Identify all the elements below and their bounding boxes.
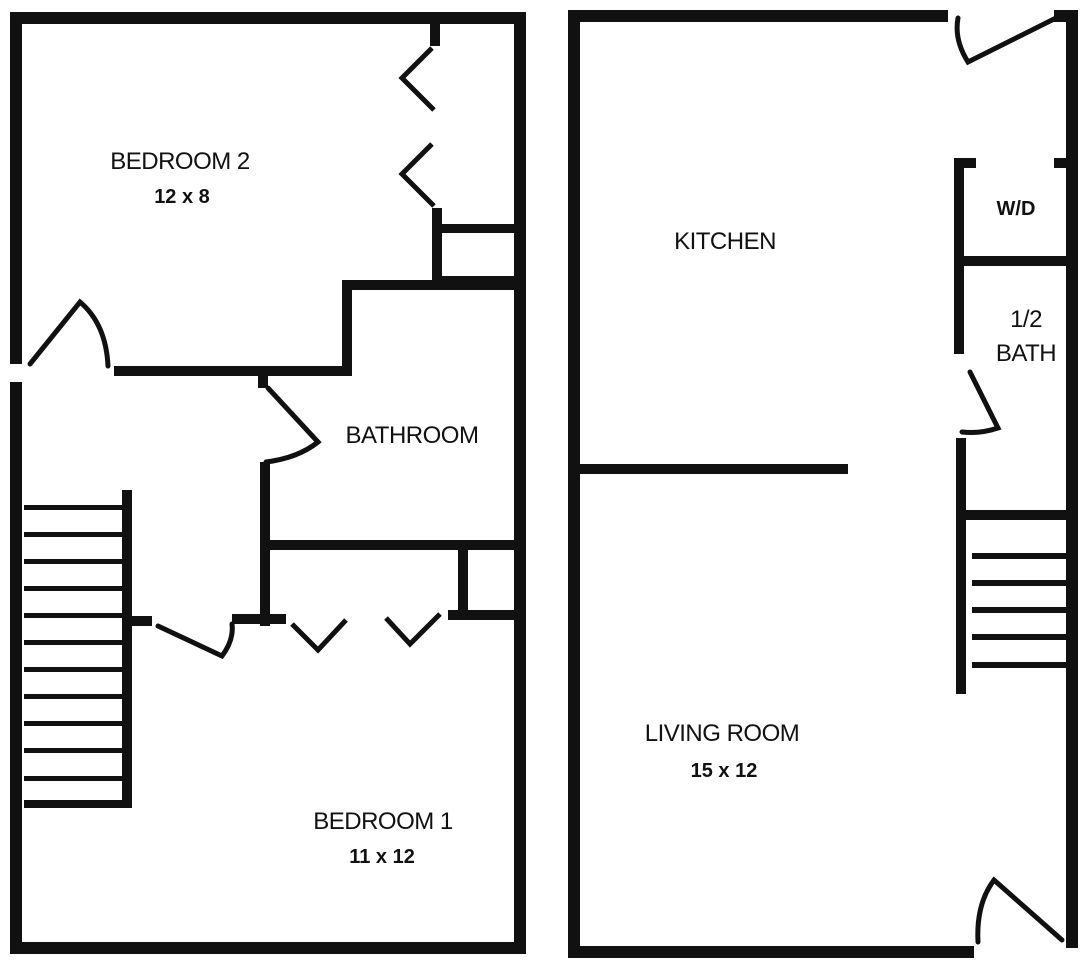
bathroom-label: BATHROOM	[345, 422, 479, 449]
hall-wall-left-stub	[130, 616, 152, 626]
kitchen-exterior-door-swing	[954, 15, 1059, 66]
bedroom2-bath-wall-upper	[342, 280, 526, 290]
bedroom2-bath-wall-step	[342, 280, 352, 376]
bedroom1-label: BEDROOM 1	[313, 808, 453, 835]
upper-outer-wall-left-bottom	[10, 382, 22, 954]
main-outer-wall-bottom	[568, 946, 974, 958]
stair-tread	[24, 586, 122, 591]
bedroom1-linen-divider	[458, 550, 468, 612]
upper-floor-plan	[10, 12, 526, 954]
stair-tread	[24, 640, 122, 645]
stair-tread	[24, 532, 122, 537]
wd-wall-top-right	[1054, 158, 1078, 168]
wd-wall-top-left	[954, 158, 976, 168]
front-entry-door-swing	[975, 876, 1065, 945]
stair-tread	[24, 694, 122, 699]
stair-tread	[24, 721, 122, 726]
main-outer-wall-left	[568, 10, 580, 958]
halfbath-wall-bottom	[966, 510, 1078, 520]
upper-stair-rail	[122, 490, 132, 806]
stair-tread	[24, 800, 132, 808]
stair-tread	[972, 634, 1068, 640]
stair-tread	[24, 613, 122, 618]
kitchen-label: KITCHEN	[674, 228, 776, 255]
bedroom2-closet-bifold-top	[398, 46, 436, 112]
living-room-label: LIVING ROOM	[644, 720, 800, 747]
wd-halfbath-divider	[954, 256, 1078, 266]
main-outer-wall-top	[568, 10, 948, 22]
upper-outer-wall-left-top	[10, 12, 22, 364]
bedroom1-closet-bifold-left	[290, 618, 348, 654]
stair-tread	[972, 607, 1068, 613]
half-bath-label-line1: 1/2	[1010, 306, 1042, 333]
stair-tread	[972, 553, 1068, 559]
bedroom1-closet-bifold-right	[384, 612, 442, 648]
stair-tread	[24, 748, 122, 753]
halfbath-door-swing	[959, 369, 1002, 435]
bedroom2-closet-wall-bottom	[432, 208, 442, 280]
stair-tread	[24, 667, 122, 672]
bedroom1-door-swing	[155, 621, 235, 660]
main-outer-wall-right	[1066, 10, 1078, 948]
stair-tread	[972, 580, 1068, 586]
bathroom-wall-left	[260, 462, 270, 626]
main-floor-plan	[568, 10, 1078, 958]
bathroom-wall-left-stub	[258, 376, 268, 388]
upper-staircase	[24, 505, 132, 808]
upper-outer-wall-top	[10, 12, 526, 24]
hall-wall-mid	[232, 614, 286, 624]
stair-tread	[24, 505, 122, 510]
bedroom1-dimensions: 11 x 12	[349, 846, 415, 868]
kitchen-living-divider	[580, 464, 848, 474]
bedroom2-label: BEDROOM 2	[110, 148, 250, 175]
bedroom2-linen-shelf	[442, 224, 514, 233]
main-outer-wall-right-upper	[1066, 10, 1078, 150]
stair-tread	[24, 559, 122, 564]
hall-wall-right	[448, 610, 526, 620]
upper-outer-wall-right	[514, 12, 526, 954]
stair-tread	[972, 662, 1068, 668]
bathroom-door-swing	[263, 385, 322, 465]
upper-outer-wall-bottom	[10, 942, 526, 954]
living-room-dimensions: 15 x 12	[690, 760, 758, 782]
washer-dryer-label: W/D	[996, 198, 1036, 220]
bedroom2-closet-bifold-bottom	[398, 142, 436, 208]
bedroom2-door-swing	[27, 298, 111, 369]
bathroom-wall-bottom	[270, 540, 526, 550]
bedroom2-closet-wall-top	[430, 24, 440, 46]
main-staircase	[972, 553, 1068, 668]
half-bath-label-line2: BATH	[995, 340, 1057, 367]
bedroom2-dimensions: 12 x 8	[154, 186, 210, 208]
stair-tread	[24, 776, 122, 781]
bedroom2-bottom-wall	[114, 366, 352, 376]
halfbath-wall-left-lower	[956, 438, 966, 694]
